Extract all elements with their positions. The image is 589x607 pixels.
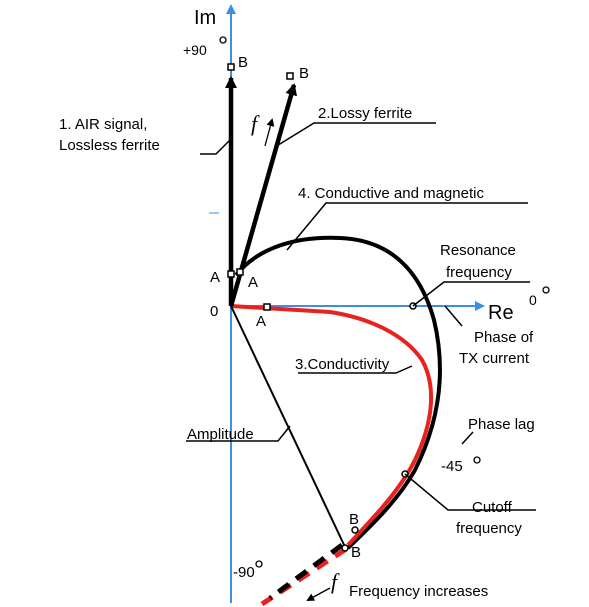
cutoff-label: Cutoff — [472, 499, 513, 516]
re-axis-label: Re — [488, 302, 514, 324]
cutoff-label-line2: frequency — [456, 520, 522, 537]
phase-lag-leader — [461, 431, 474, 445]
minus45-label: -45 — [441, 458, 463, 475]
phase-tx-leader — [444, 305, 463, 327]
frequency-arrow-top — [264, 118, 275, 147]
cond-magnetic-label: 4. Conductive and magnetic — [298, 185, 484, 202]
lossy-ferrite-leader — [274, 122, 436, 148]
conductivity-curve — [230, 304, 434, 547]
im-axis-label: Im — [194, 7, 216, 29]
phase-tx-label-line2: TX current — [459, 350, 530, 367]
conductive-magnetic-curve — [234, 235, 442, 550]
point-a-air — [227, 270, 235, 278]
high-frequency-tail-red — [260, 546, 348, 607]
degree-symbol — [219, 36, 227, 44]
cond-magnetic-leader — [286, 202, 528, 251]
label-a-air: A — [210, 269, 220, 286]
label-b-lower: B — [351, 544, 361, 561]
air-signal-label-line2: Lossless ferrite — [59, 137, 160, 154]
phase-lag-label: Phase lag — [468, 416, 535, 433]
degree-symbol — [542, 286, 550, 294]
label-b-ferrite: B — [299, 65, 309, 82]
phase-tx-label: Phase of — [474, 329, 534, 346]
point-b-upper — [351, 526, 359, 534]
frequency-increases-label: Frequency increases — [349, 583, 488, 600]
lossy-ferrite-label: 2.Lossy ferrite — [318, 105, 412, 122]
point-b-lower — [341, 544, 349, 552]
label-a-ferrite: A — [248, 274, 258, 291]
degree-symbol — [255, 560, 263, 568]
frequency-symbol-top: f — [251, 111, 260, 136]
label-b-upper: B — [349, 511, 359, 528]
resonance-label-line2: frequency — [446, 264, 512, 281]
minus90-label: -90 — [233, 564, 255, 581]
air-signal-leader — [200, 138, 232, 155]
point-a-ferrite — [236, 268, 244, 276]
resonance-leader — [412, 281, 530, 307]
frequency-symbol-bottom: f — [331, 569, 340, 594]
frequency-arrow-bottom — [306, 587, 331, 601]
conductivity-label: 3.Conductivity — [295, 356, 390, 373]
degree-symbol — [473, 456, 481, 464]
cutoff-leader — [404, 473, 536, 511]
conductivity-leader — [298, 365, 413, 374]
point-b-air — [227, 63, 235, 71]
high-frequency-tail-black — [268, 542, 344, 601]
point-b-ferrite — [286, 72, 294, 80]
label-b-air: B — [238, 54, 248, 71]
plus90-label: +90 — [183, 42, 207, 58]
label-a-conductivity: A — [256, 313, 266, 330]
resonance-label: Resonance — [440, 242, 516, 259]
amplitude-label: Amplitude — [187, 426, 254, 443]
zero-deg-label: 0 — [529, 292, 537, 308]
point-a-conductivity — [263, 303, 271, 311]
amplitude-leader — [186, 425, 291, 442]
origin-label: 0 — [210, 303, 218, 320]
air-signal-label: 1. AIR signal, — [59, 116, 147, 133]
